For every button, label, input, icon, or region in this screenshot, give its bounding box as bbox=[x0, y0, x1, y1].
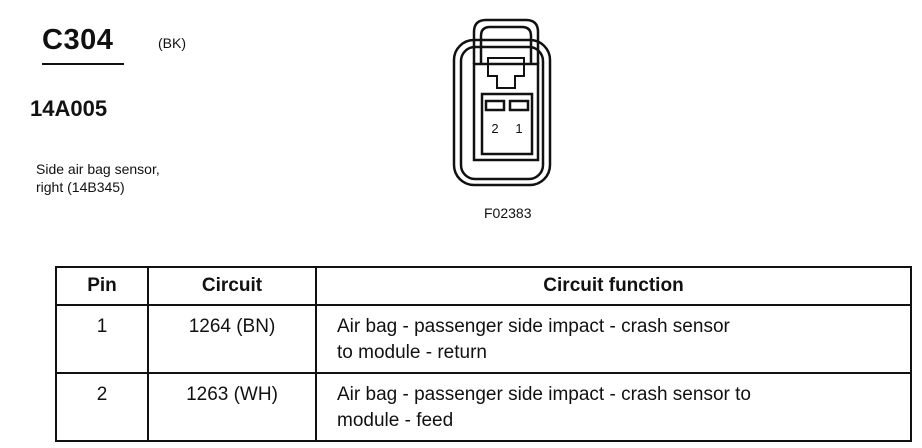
connector-id-underline bbox=[42, 63, 124, 65]
circuit-cell: 1263 (WH) bbox=[147, 372, 317, 442]
pin-cell: 1 bbox=[55, 304, 149, 374]
circuit-function-line-1: Air bag - passenger side impact - crash … bbox=[337, 384, 751, 405]
connector-inner-housing bbox=[459, 45, 545, 181]
connector-body bbox=[472, 62, 540, 162]
figure-id: F02383 bbox=[484, 205, 532, 221]
pin-2-terminal bbox=[484, 99, 506, 112]
circuit-function-cell: Air bag - passenger side impact - crash … bbox=[315, 372, 912, 442]
circuit-function-line-2: to module - return bbox=[337, 342, 487, 363]
circuit-cell: 1264 (BN) bbox=[147, 304, 317, 374]
column-header-pin: Pin bbox=[55, 266, 149, 306]
connector-latch-inner bbox=[479, 25, 533, 64]
connector-color-code: (BK) bbox=[158, 35, 186, 51]
description-line-1: Side air bag sensor, bbox=[36, 161, 160, 177]
pin-cell: 2 bbox=[55, 372, 149, 442]
connector-face-diagram: 2 1 bbox=[452, 18, 552, 187]
pin-label-2: 2 bbox=[491, 121, 498, 136]
connector-latch-outer bbox=[472, 18, 540, 64]
component-description: Side air bag sensor, right (14B345) bbox=[36, 160, 160, 196]
pinout-table: Pin Circuit Circuit function 1 1264 (BN)… bbox=[55, 266, 912, 442]
column-header-circuit: Circuit bbox=[147, 266, 317, 306]
pin-1-terminal bbox=[508, 99, 530, 112]
table-row: 1 1264 (BN) Air bag - passenger side imp… bbox=[55, 304, 912, 374]
connector-outer-housing bbox=[452, 38, 552, 187]
circuit-function-cell: Air bag - passenger side impact - crash … bbox=[315, 304, 912, 374]
circuit-function-line-1: Air bag - passenger side impact - crash … bbox=[337, 316, 730, 337]
column-header-circuit-function: Circuit function bbox=[315, 266, 912, 306]
description-line-2: right (14B345) bbox=[36, 179, 125, 195]
connector-lock-tab bbox=[487, 57, 525, 89]
table-header-row: Pin Circuit Circuit function bbox=[55, 266, 912, 306]
connector-terminal-cavity bbox=[480, 92, 534, 156]
part-number: 14A005 bbox=[30, 96, 108, 121]
pin-label-1: 1 bbox=[515, 121, 522, 136]
circuit-function-line-2: module - feed bbox=[337, 410, 454, 431]
connector-id: C304 bbox=[42, 24, 114, 56]
table-row: 2 1263 (WH) Air bag - passenger side imp… bbox=[55, 372, 912, 442]
